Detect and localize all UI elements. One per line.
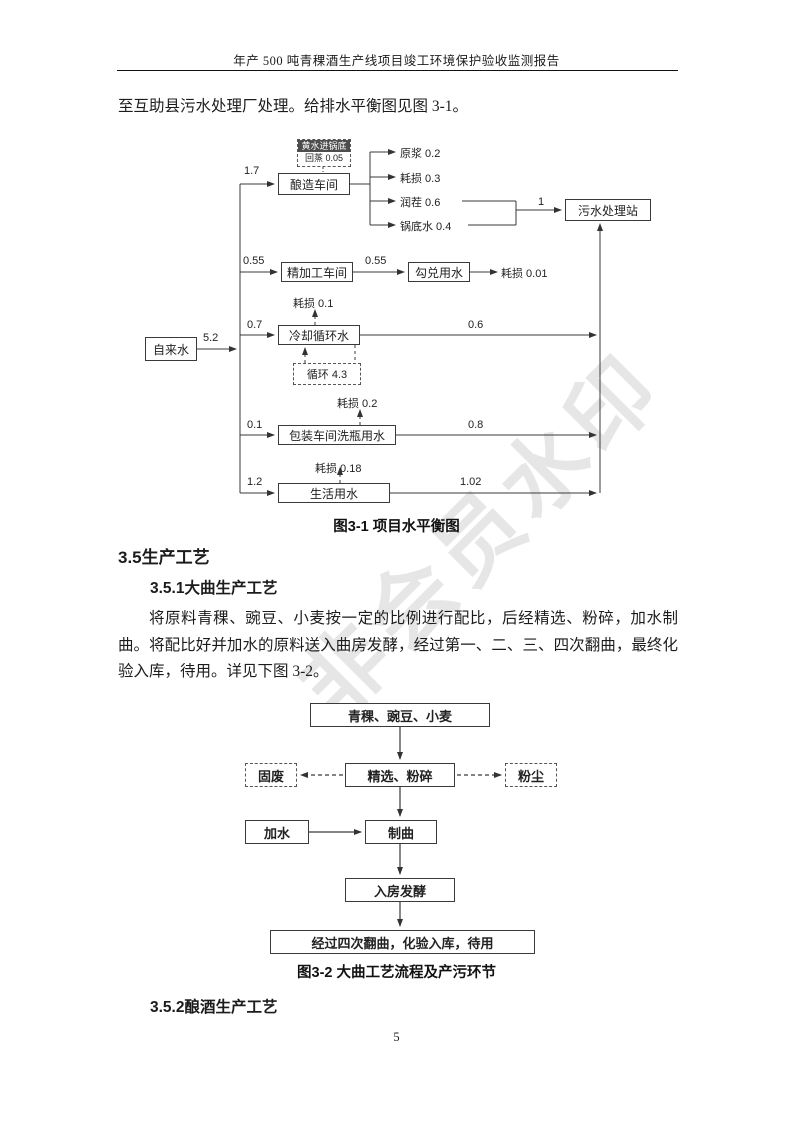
flow-label-cooling-out: 0.6 (468, 319, 484, 331)
raw-material-box: 青稞、豌豆、小麦 (310, 703, 490, 727)
domestic-water-box: 生活用水 (278, 483, 390, 503)
header-divider (117, 70, 678, 71)
recycle-loop-box: 循环 4.3 (293, 363, 361, 385)
flow-label-fine-to-blend: 0.55 (365, 255, 387, 267)
daqu-diagram-connectors (300, 727, 502, 927)
intro-paragraph: 至互助县污水处理厂处理。给排水平衡图见图 3-1。 (118, 98, 469, 115)
flow-label-cooling-in: 0.7 (247, 319, 263, 331)
fermentation-box: 入房发酵 (345, 878, 455, 902)
yellow-water-label: 黄水进锅底 (298, 140, 350, 152)
flow-label-domestic-in: 1.2 (247, 476, 263, 488)
selection-crushing-box: 精选、粉碎 (345, 763, 455, 787)
output-loss-label: 耗损 0.3 (400, 173, 441, 185)
section-3-5-1-heading: 3.5.1大曲生产工艺 (150, 580, 278, 597)
packaging-washing-box: 包装车间洗瓶用水 (278, 425, 396, 445)
flow-label-domestic-out: 1.02 (460, 476, 482, 488)
section-3-5-heading: 3.5生产工艺 (118, 548, 210, 567)
flow-label-brewing-in: 1.7 (244, 165, 260, 177)
sewage-station-box: 污水处理站 (565, 199, 651, 221)
output-pot-bottom-label: 锅底水 0.4 (400, 221, 452, 233)
final-step-box: 经过四次翻曲，化验入库，待用 (270, 930, 535, 954)
water-diagram-connectors (197, 149, 603, 496)
flow-label-to-sewage: 1 (538, 196, 545, 208)
dust-box: 粉尘 (505, 763, 557, 787)
tap-water-box: 自来水 (145, 337, 197, 361)
fine-processing-box: 精加工车间 (281, 262, 353, 282)
flow-label-packaging-out: 0.8 (468, 419, 484, 431)
blending-water-box: 勾兑用水 (408, 262, 470, 282)
section-3-5-1-paragraph: 将原料青稞、豌豆、小麦按一定的比例进行配比，后经精选、粉碎，加水制曲。将配比好并… (118, 610, 678, 680)
flow-label-fine-in: 0.55 (243, 255, 265, 267)
report-header-title: 年产 500 吨青稞酒生产线项目竣工环境保护验收监测报告 (233, 54, 560, 68)
flow-label-packaging-in: 0.1 (247, 419, 263, 431)
cooling-loss-label: 耗损 0.1 (293, 298, 334, 310)
steam-back-label: 回蒸 0.05 (304, 153, 344, 163)
yellow-water-steamback-box: 黄水进锅底 回蒸 0.05 (297, 139, 351, 167)
figure-3-2-caption: 图3-2 大曲工艺流程及产污环节 (297, 965, 496, 981)
solid-waste-box: 固废 (245, 763, 297, 787)
output-runcha-label: 润茬 0.6 (400, 197, 441, 209)
blending-loss-label: 耗损 0.01 (501, 268, 548, 280)
water-balance-diagram: 黄水进锅底 回蒸 0.05 1.7 酿造车间 原浆 0.2 耗损 0.3 润茬 … (130, 135, 675, 517)
qu-making-box: 制曲 (365, 820, 437, 844)
cooling-water-box: 冷却循环水 (278, 325, 360, 345)
section-3-5-2-heading: 3.5.2酿酒生产工艺 (150, 999, 278, 1016)
page-number: 5 (393, 1030, 400, 1044)
brewing-workshop-box: 酿造车间 (278, 173, 350, 195)
packaging-loss-label: 耗损 0.2 (337, 398, 378, 410)
add-water-box: 加水 (245, 820, 309, 844)
domestic-loss-label: 耗损 0.18 (315, 463, 362, 475)
output-raw-puree-label: 原浆 0.2 (400, 148, 441, 160)
daqu-process-diagram: 青稞、豌豆、小麦 固废 精选、粉碎 粉尘 加水 制曲 入房发酵 经过四次翻曲，化… (240, 700, 560, 958)
tap-flow-label: 5.2 (203, 332, 219, 344)
figure-3-1-caption: 图3-1 项目水平衡图 (333, 519, 460, 535)
